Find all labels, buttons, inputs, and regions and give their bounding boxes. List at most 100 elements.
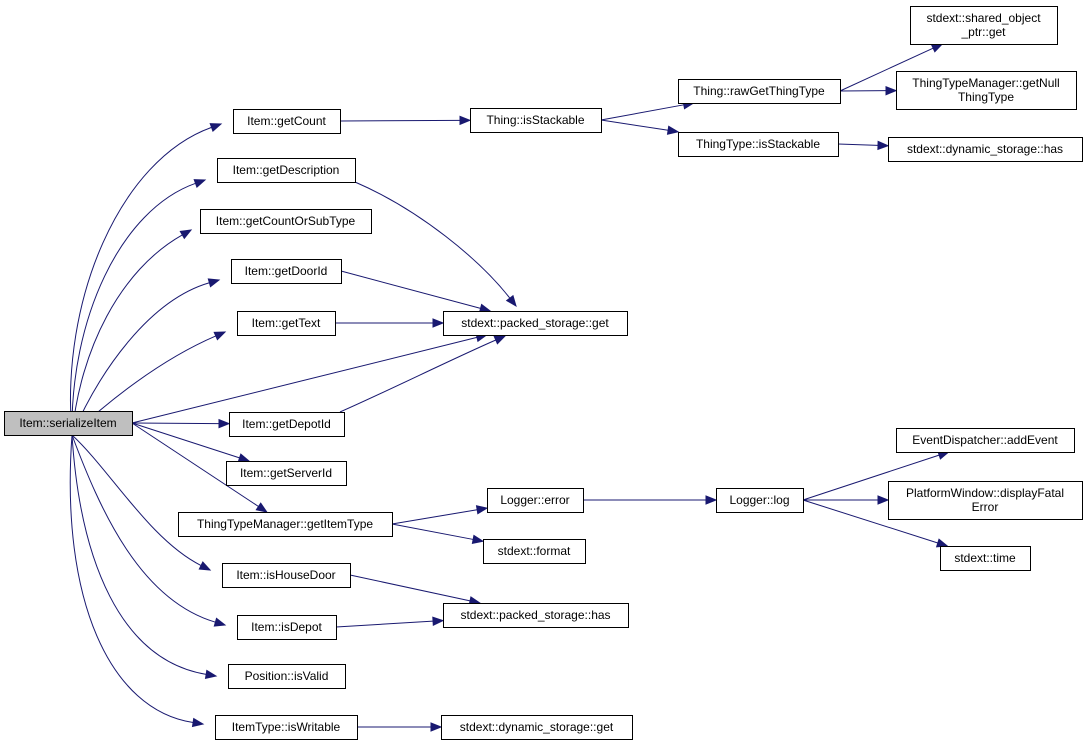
edge-isHouseDoor-to-packedStorageHas: [349, 574, 482, 606]
edge-serializeItem-to-isDepot: [71, 434, 227, 627]
node-rawGetThingType[interactable]: Thing::rawGetThingType: [678, 79, 841, 104]
node-box: [217, 158, 356, 183]
node-label: stdext::format: [498, 544, 571, 558]
node-box: [222, 563, 351, 588]
edge-line: [339, 339, 497, 413]
node-label: Thing::isStackable: [486, 113, 584, 127]
arrow-head: [471, 534, 485, 545]
node-box: [470, 108, 602, 133]
node-label: ItemType::isWritable: [232, 720, 341, 734]
node-label: Position::isValid: [245, 669, 329, 683]
arrow-head: [209, 123, 223, 132]
edge-getItemType-to-loggerError: [391, 505, 489, 525]
node-box: [910, 6, 1058, 45]
edge-line: [839, 47, 934, 92]
edge-loggerLog-to-addEvent: [802, 450, 950, 501]
edge-getItemType-to-stdextFormat: [391, 523, 485, 545]
node-label: stdext::packed_storage::get: [461, 316, 609, 330]
node-label: Logger::log: [729, 493, 789, 507]
node-box: [443, 311, 628, 336]
node-getItemType[interactable]: ThingTypeManager::getItemType: [178, 512, 393, 537]
edge-line: [391, 523, 474, 540]
arrow-head: [430, 722, 443, 732]
node-getDepotId[interactable]: Item::getDepotId: [229, 412, 345, 437]
node-box: [716, 488, 804, 513]
node-stdextFormat[interactable]: stdext::format: [483, 539, 586, 564]
node-box: [237, 311, 336, 336]
edge-line: [131, 422, 220, 425]
node-stdextTime[interactable]: stdext::time: [940, 546, 1031, 571]
edge-line: [71, 434, 216, 623]
node-getDoorId[interactable]: Item::getDoorId: [231, 259, 342, 284]
node-packedStorageGet[interactable]: stdext::packed_storage::get: [443, 311, 628, 336]
node-isDepot[interactable]: Item::isDepot: [237, 615, 337, 640]
node-box: [237, 615, 337, 640]
edge-line: [391, 509, 478, 525]
node-packedStorageHas[interactable]: stdext::packed_storage::has: [443, 603, 629, 628]
node-dynamicStorageGet[interactable]: stdext::dynamic_storage::get: [441, 715, 633, 740]
arrow-head: [432, 318, 445, 328]
node-getText[interactable]: Item::getText: [237, 311, 336, 336]
call-edges: [69, 43, 950, 732]
arrow-head: [666, 125, 680, 135]
node-thingIsStackable[interactable]: Thing::isStackable: [470, 108, 602, 133]
edge-line: [71, 182, 196, 436]
edge-loggerError-to-loggerLog: [583, 495, 718, 505]
node-getDescription[interactable]: Item::getDescription: [217, 158, 356, 183]
node-addEvent[interactable]: EventDispatcher::addEvent: [896, 428, 1075, 453]
node-label: PlatformWindow::displayFatal: [906, 486, 1064, 500]
edge-line: [71, 434, 202, 566]
arrow-head: [198, 561, 212, 571]
edge-serializeItem-to-getServerId: [131, 422, 251, 463]
call-nodes: Item::serializeItem Item::getCountItem::g…: [4, 6, 1083, 740]
arrow-head: [213, 617, 227, 627]
node-box: [896, 428, 1075, 453]
edge-serializeItem-to-getCount: [70, 123, 223, 436]
node-dynamicStorageHas[interactable]: stdext::dynamic_storage::has: [888, 137, 1083, 162]
node-isHouseDoor[interactable]: Item::isHouseDoor: [222, 563, 351, 588]
node-box: [888, 481, 1083, 520]
edge-isWritable-to-dynamicStorageGet: [357, 722, 443, 732]
edge-line: [131, 422, 259, 507]
node-getCountOrSubType[interactable]: Item::getCountOrSubType: [200, 209, 372, 234]
node-label: Logger::error: [500, 493, 569, 507]
arrow-head: [213, 331, 227, 341]
node-getServerId[interactable]: Item::getServerId: [226, 461, 347, 486]
node-box: [226, 461, 347, 486]
node-serializeItem[interactable]: Item::serializeItem: [4, 411, 133, 436]
arrow-head: [885, 85, 898, 96]
edge-getText-to-packedStorageGet: [335, 318, 445, 328]
arrow-head: [179, 229, 193, 240]
edge-serializeItem-to-getItemType: [131, 422, 268, 513]
edge-serializeItem-to-getCountOrSubType: [71, 229, 193, 436]
arrow-head: [193, 179, 207, 188]
node-label: ThingTypeManager::getNull: [912, 76, 1059, 90]
arrow-head: [505, 294, 517, 308]
edge-line: [802, 499, 938, 544]
node-loggerLog[interactable]: Logger::log: [716, 488, 804, 513]
node-label: Item::getText: [252, 316, 321, 330]
node-thingTypeIsStackable[interactable]: ThingType::isStackable: [678, 132, 839, 157]
node-label: ThingType: [958, 90, 1014, 104]
arrow-head: [705, 495, 718, 505]
node-getCount[interactable]: Item::getCount: [233, 109, 341, 134]
node-label: ThingTypeManager::getItemType: [197, 517, 373, 531]
node-positionIsValid[interactable]: Position::isValid: [228, 664, 346, 689]
edge-line: [71, 434, 207, 675]
node-box: [200, 209, 372, 234]
node-sharedObjectPtrGet[interactable]: stdext::shared_object_ptr::get: [910, 6, 1058, 45]
edge-line: [340, 270, 481, 309]
node-label: Item::getCount: [247, 114, 326, 128]
node-isWritable[interactable]: ItemType::isWritable: [215, 715, 358, 740]
node-label: Item::getDoorId: [245, 264, 328, 278]
edge-getDoorId-to-packedStorageGet: [340, 270, 492, 313]
node-box: [228, 664, 346, 689]
arrow-head: [204, 669, 218, 679]
node-box: [233, 109, 341, 134]
node-loggerError[interactable]: Logger::error: [487, 488, 584, 513]
node-label: stdext::dynamic_storage::has: [907, 142, 1063, 156]
node-label: Item::getDepotId: [242, 417, 331, 431]
